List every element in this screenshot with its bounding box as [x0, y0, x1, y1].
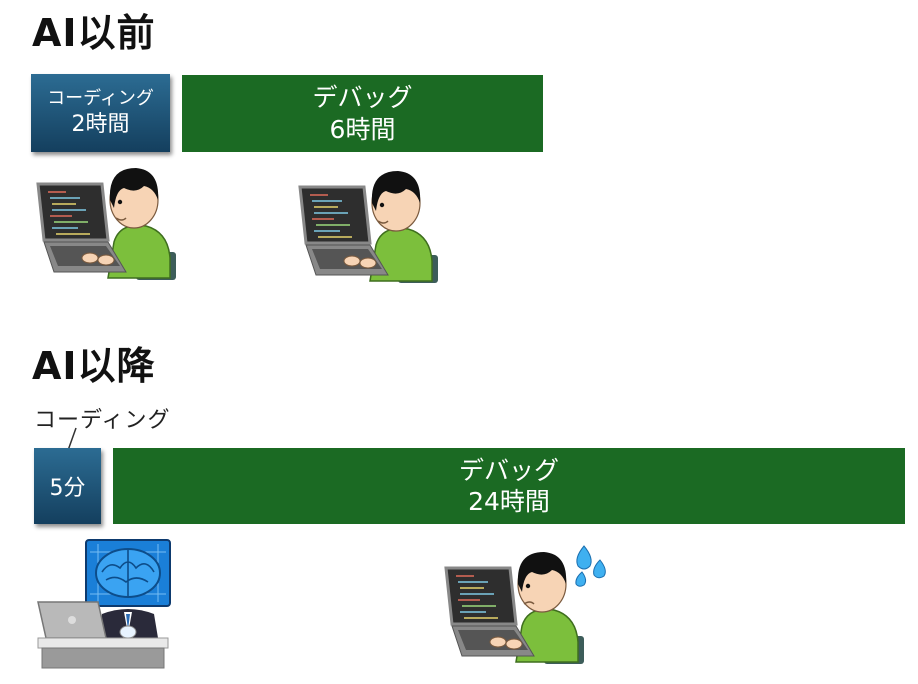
programmer-figure [444, 552, 584, 664]
before-debug-time: 6時間 [329, 114, 396, 144]
after-coding-box: 5分 [34, 448, 101, 524]
programmer-figure [36, 168, 176, 280]
after-coding-label: コーディング [34, 408, 171, 433]
after-coding-time: 5分 [49, 476, 86, 501]
before-coding-label: コーディング [47, 88, 154, 109]
sweat-drops-icon [575, 545, 606, 587]
before-coding-box: コーディング 2時間 [31, 74, 170, 152]
before-debug-box: デバッグ 6時間 [182, 75, 543, 152]
programmer-sweating-icon [444, 545, 606, 664]
after-heading: AI以降 [32, 344, 156, 388]
after-debug-box: デバッグ 24時間 [113, 448, 905, 524]
after-debug-time: 24時間 [468, 487, 550, 516]
after-debug-label: デバッグ [458, 455, 559, 485]
ai-brain-robot-laptop-icon [37, 539, 171, 669]
programmer-figure [298, 171, 438, 283]
before-debug-label: デバッグ [312, 83, 413, 113]
programmer-laptop-icon [298, 171, 438, 283]
programmer-laptop-icon [36, 168, 176, 280]
before-coding-time: 2時間 [71, 111, 130, 137]
before-heading: AI以前 [32, 11, 156, 55]
